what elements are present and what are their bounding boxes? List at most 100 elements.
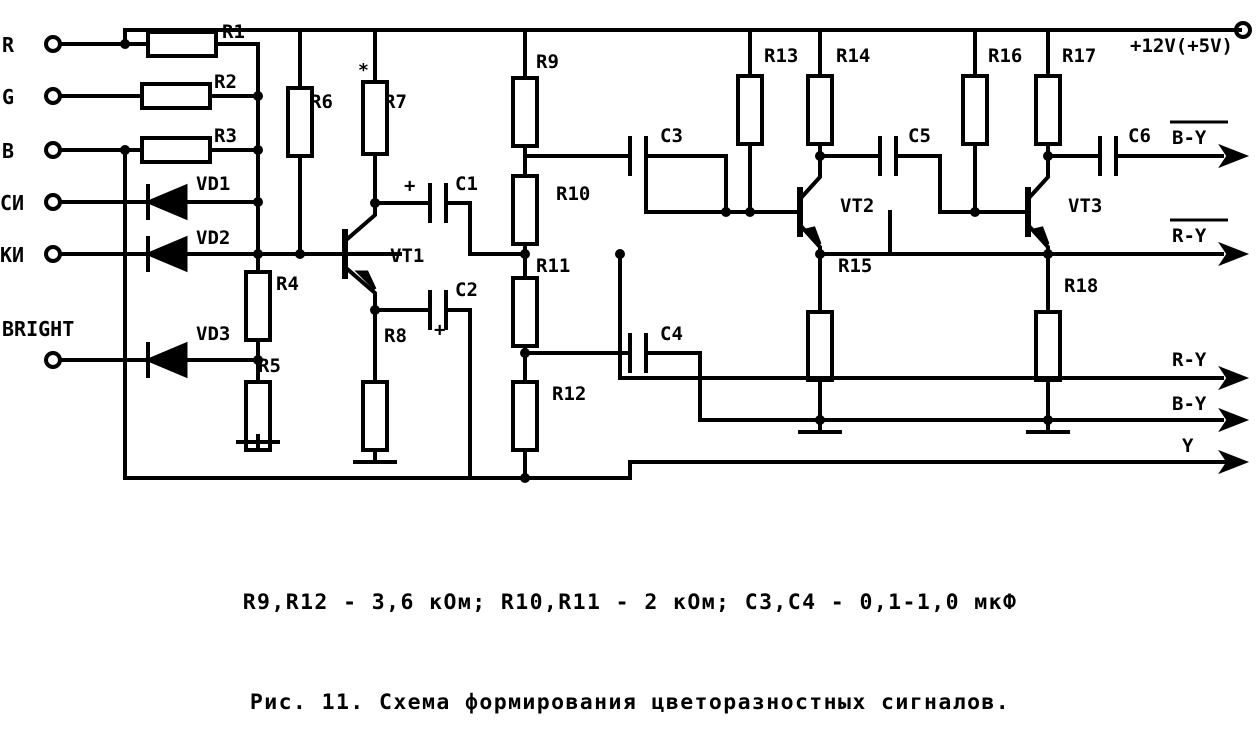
junction-R16-VT3-base [970,207,980,217]
polarity-C1: + [404,175,415,197]
capacitor-C1 [428,183,448,223]
wire-C5-out [894,154,942,214]
label-R18: R18 [1064,275,1098,297]
transistor-VT2 [797,154,822,290]
label-R17: R17 [1062,45,1096,67]
junction-R10-R11 [520,249,530,259]
wire-bottom-bus-to-Y [468,460,1242,480]
label-R2: R2 [214,71,237,93]
resistor-R17-body [1034,74,1062,146]
output-label-r-y: R-Y [1172,349,1207,371]
resistor-R8-body [361,380,389,452]
arrow-out-y [1218,449,1250,475]
arrow-out-r-y-bar [1218,241,1250,267]
arrow-out-b-y [1218,407,1250,433]
output-text-r-y-bar: R-Y [1172,225,1207,247]
wire-C2-out [444,308,472,480]
input-label-si: СИ [0,191,24,215]
resistor-R6-body [286,86,314,158]
resistor-R16-body [961,74,989,146]
junction-R18-gnd-rail [1043,415,1053,425]
label-R3: R3 [214,125,237,147]
label-R5: R5 [258,355,281,377]
resistor-R15-body [806,310,834,382]
label-VD1: VD1 [196,173,230,195]
resistor-R3-body [140,136,212,164]
label-R9: R9 [536,51,559,73]
resistor-R11-body [511,276,539,348]
junction-r-y-riser [615,249,625,259]
output-label-r-y-bar: R-Y [1170,218,1228,247]
label-C3: C3 [660,125,683,147]
wire-VT2-emitter-out [818,210,892,256]
label-R10: R10 [556,183,590,205]
input-label-r: R [2,33,15,57]
label-C5: C5 [908,125,931,147]
label-C2: C2 [455,279,478,301]
figure-caption: Рис. 11. Схема формирования цветоразност… [249,690,1011,715]
diode-VD3-triangle [144,341,188,379]
resistor-R12-body [511,380,539,452]
arrow-out-b-y-bar [1218,143,1250,169]
label-R12: R12 [552,383,586,405]
diode-VD1-triangle [144,183,188,221]
label-C1: C1 [455,173,478,195]
label-C4: C4 [660,323,683,345]
input-label-ki: КИ [0,243,24,267]
input-label-bright: BRIGHT [2,317,74,341]
label-R6: R6 [310,91,333,113]
resistor-R18-body [1034,310,1062,382]
resistor-R9-body [511,76,539,148]
output-label-b-y-bar: B-Y [1170,120,1228,149]
label-VD3: VD3 [196,323,230,345]
resistor-R4-body [244,270,272,342]
label-R1: R1 [222,21,245,43]
wire-R1-out [214,42,260,70]
input-label-b: B [2,139,14,163]
transistor-VT3 [1025,154,1050,290]
component-values-note: R9,R12 - 3,6 кОм; R10,R11 - 2 кОм; C3,C4… [242,590,1018,615]
diode-VD2-triangle [144,235,188,273]
power-label: +12V(+5V) [1130,35,1233,57]
wire-C4-out [644,351,702,422]
circuit-schematic: R G B СИ КИ BRIGHT +12V(+5V) R1 R2 R3 R4… [0,21,1252,483]
resistor-R2-body [140,82,212,110]
label-VT3: VT3 [1068,195,1102,217]
label-R14: R14 [836,45,870,67]
resistor-R13-body [736,74,764,146]
output-text-b-y-bar: B-Y [1172,127,1207,149]
transistor-VT1 [298,201,377,312]
junction-r-node [120,39,130,49]
resistor-R10-body [511,174,539,246]
ground-R8 [353,448,397,464]
label-R15: R15 [838,255,872,277]
input-label-g: G [2,85,14,109]
capacitor-C3 [628,136,648,176]
power-terminal [1234,21,1252,39]
label-R7: R7 [384,91,407,113]
resistor-R1-body [146,30,218,58]
ground-R5 [236,440,280,452]
resistor-R14-body [806,74,834,146]
capacitor-C4 [628,333,648,373]
label-R13: R13 [764,45,798,67]
label-C6: C6 [1128,125,1151,147]
capacitor-C6 [1098,136,1118,176]
label-VT2: VT2 [840,195,874,217]
junction-VT1-collector [370,198,380,208]
label-R8: R8 [384,325,407,347]
junction-C3-VT2 [721,207,731,217]
capacitor-C5 [878,136,898,176]
wire-C3-out [644,154,728,214]
wire-C1-out [444,201,527,256]
polarity-C2: + [434,319,445,341]
junction-R13-VT2-base [745,207,755,217]
label-R16: R16 [988,45,1022,67]
label-VT1: VT1 [390,245,424,267]
arrow-out-r-y [1218,365,1250,391]
label-R6-asterisk: * [358,60,369,81]
output-label-y: Y [1182,435,1194,457]
output-label-b-y: B-Y [1172,393,1207,415]
label-R11: R11 [536,255,570,277]
label-VD2: VD2 [196,227,230,249]
